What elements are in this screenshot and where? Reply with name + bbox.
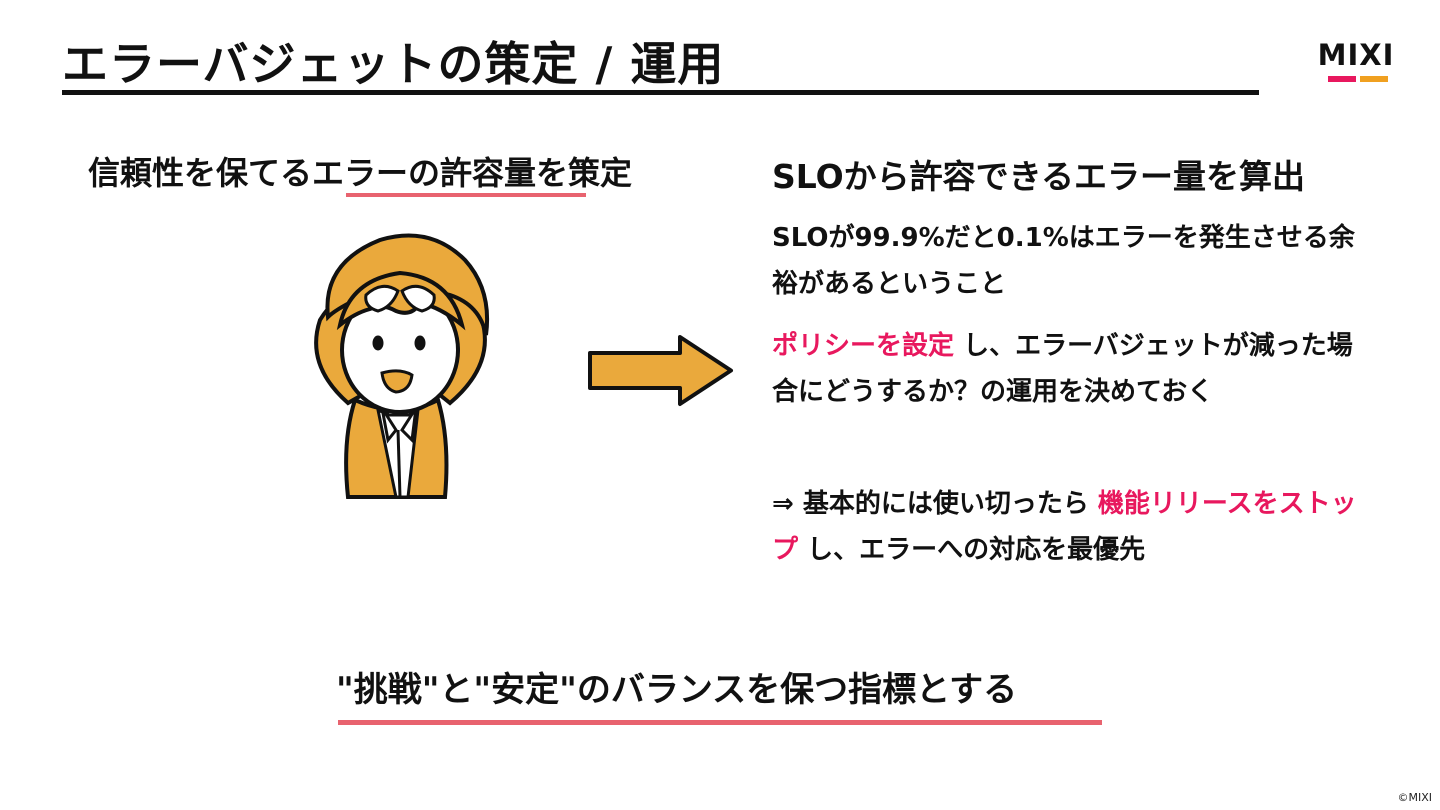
right-heading: SLOから許容できるエラー量を算出 (772, 157, 1306, 196)
policy-text: し、エラーバジェットが減った場合にどうするか？の運用を決めておく (772, 331, 1353, 407)
release-stop-text: し、エラーへの対応を最優先 (798, 535, 1146, 565)
release-stop-paragraph: ⇒ 基本的には使い切ったら 機能リリースをストップ し、エラーへの対応を最優先 (772, 481, 1372, 573)
slide-title: エラーバジェットの策定 / 運用 (62, 37, 725, 91)
bottom-message: "挑戦"と"安定"のバランスを保つ指標とする (336, 670, 1018, 710)
mixi-logo: MIXI (1310, 38, 1402, 86)
release-stop-prefix: ⇒ 基本的には使い切ったら (772, 489, 1098, 519)
bottom-message-underline (338, 720, 1102, 725)
policy-highlight: ポリシーを設定 (772, 331, 955, 361)
logo-text: MIXI (1317, 38, 1395, 72)
right-arrow-icon (588, 335, 733, 406)
title-rule (62, 90, 1259, 95)
policy-paragraph: ポリシーを設定 し、エラーバジェットが減った場合にどうするか？の運用を決めておく (772, 323, 1372, 415)
logo-bar-orange (1360, 76, 1388, 82)
slo-explanation: SLOが99.9%だと0.1%はエラーを発生させる余裕があるということ (772, 223, 1355, 299)
left-heading-underline (346, 193, 586, 197)
copyright: ©MIXI (1397, 791, 1432, 804)
logo-bar-pink (1328, 76, 1356, 82)
person-holding-head-illustration (314, 233, 490, 499)
release-stop-highlight: 機能リリースをストップ (772, 489, 1357, 565)
left-heading: 信頼性を保てるエラーの許容量を策定 (88, 154, 633, 192)
